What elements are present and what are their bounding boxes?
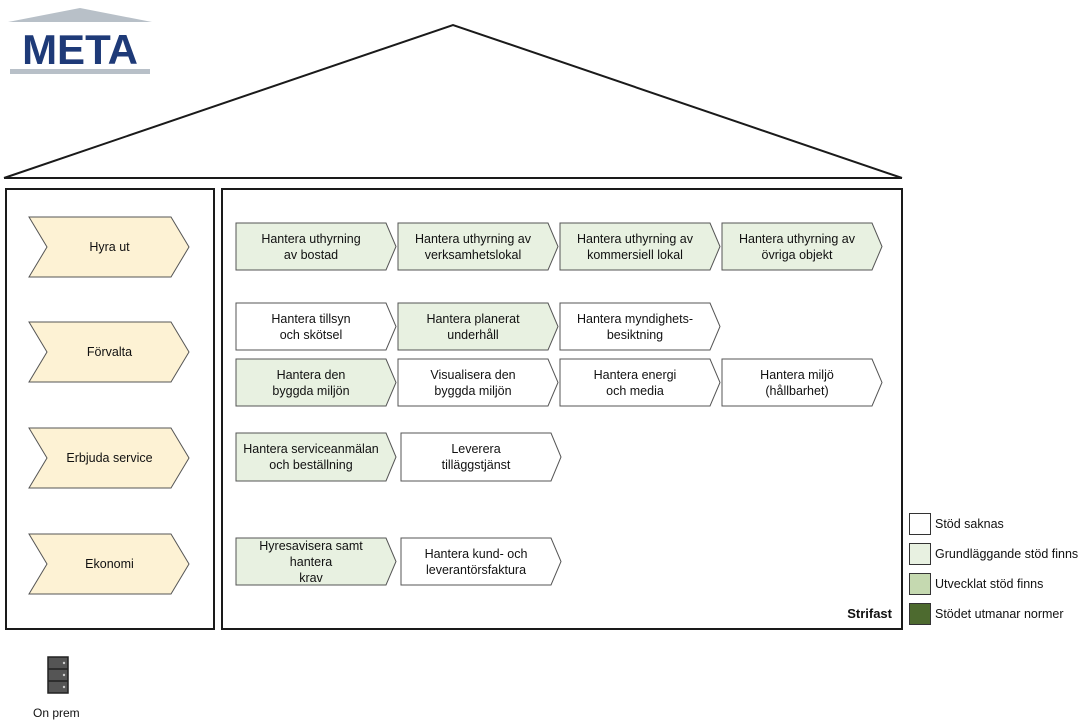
legend-label: Utvecklat stöd finns	[935, 577, 1044, 591]
process-chevron	[235, 537, 397, 586]
legend-swatch	[909, 513, 931, 535]
legend-label: Grundläggande stöd finns	[935, 547, 1079, 561]
house-roof	[3, 23, 903, 179]
category-chevron	[28, 427, 190, 489]
legend-item: Stödet utmanar normer	[909, 602, 1064, 626]
process-chevron	[235, 302, 397, 351]
process-chevron	[721, 358, 883, 407]
legend-swatch	[909, 543, 931, 565]
process-chevron	[559, 358, 721, 407]
logo-text: META	[22, 26, 138, 73]
process-chevron	[400, 537, 562, 586]
category-chevron	[28, 533, 190, 595]
process-chevron	[397, 358, 559, 407]
legend-item: Grundläggande stöd finns	[909, 542, 1078, 566]
onprem-label: On prem	[33, 706, 80, 720]
legend-label: Stödet utmanar normer	[935, 607, 1064, 621]
legend-item: Utvecklat stöd finns	[909, 572, 1043, 596]
process-chevron	[400, 432, 562, 482]
process-chevron	[235, 432, 397, 482]
server-icon	[47, 656, 69, 694]
process-chevron	[235, 222, 397, 271]
process-chevron	[559, 302, 721, 351]
legend-swatch	[909, 573, 931, 595]
category-chevron	[28, 321, 190, 383]
process-chevron	[397, 302, 559, 351]
meta-logo: META	[6, 6, 154, 78]
process-chevron	[721, 222, 883, 271]
process-chevron	[235, 358, 397, 407]
logo-underline	[10, 69, 150, 74]
legend-swatch	[909, 603, 931, 625]
legend-label: Stöd saknas	[935, 517, 1004, 531]
logo-roof	[8, 8, 152, 22]
system-name: Strifast	[847, 606, 892, 621]
process-chevron	[559, 222, 721, 271]
legend-item: Stöd saknas	[909, 512, 1004, 536]
process-chevron	[397, 222, 559, 271]
category-chevron	[28, 216, 190, 278]
